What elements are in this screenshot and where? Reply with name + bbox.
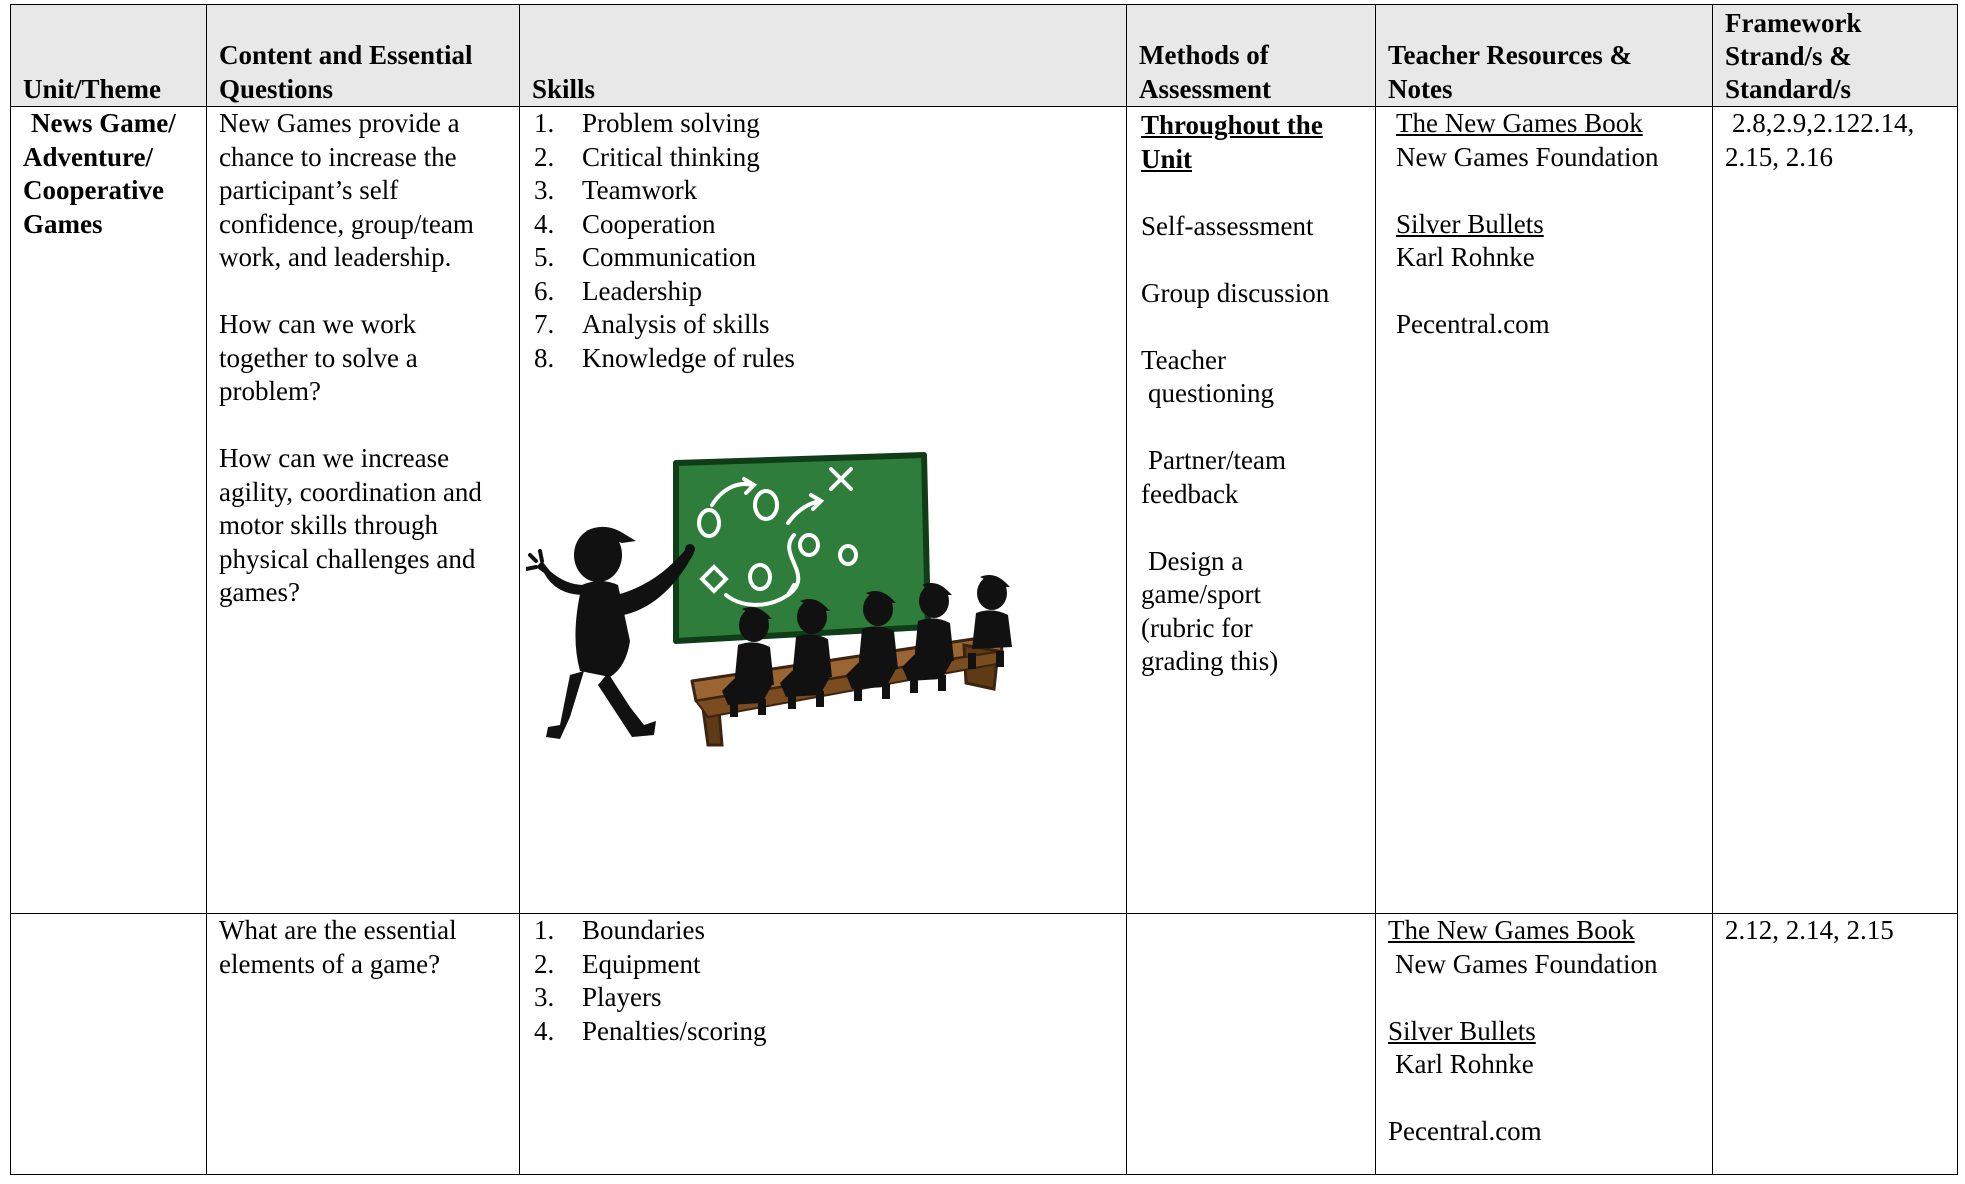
content-cell: New Games provide a chance to increase t… [206, 106, 520, 914]
resource-author: New Games Foundation [1396, 141, 1659, 172]
unit-line: Adventure/ [23, 141, 154, 172]
list-item: 1.Problem solving [534, 108, 760, 138]
header-framework-standards: Framework Strand/s & Standard/s [1712, 4, 1958, 107]
resource-website[interactable]: Pecentral.com [1396, 309, 1550, 339]
header-teacher-resources: Teacher Resources & Notes [1375, 4, 1713, 107]
list-item: 1.Boundaries [534, 915, 705, 945]
list-item: 8.Knowledge of rules [534, 342, 795, 373]
assessment-method: Design a game/sport (rubric for grading … [1141, 545, 1279, 677]
assessment-method: Teacher questioning [1141, 344, 1274, 409]
skills-list: 1.Problem solving 2.Critical thinking 3.… [534, 108, 1114, 376]
resource-author: New Games Foundation [1395, 948, 1658, 979]
resources-cell: The New Games Book New Games Foundation … [1375, 106, 1713, 914]
header-content-questions: Content and Essential Questions [206, 4, 520, 107]
table-row: News Game/ Adventure/ Cooperative Games … [10, 106, 1958, 914]
unit-line: Games [23, 208, 103, 239]
unit-theme-cell [10, 913, 207, 1175]
resource-title-link[interactable]: The New Games Book [1396, 108, 1643, 138]
assessment-method: Group discussion [1141, 277, 1330, 308]
list-item: 2.Critical thinking [534, 141, 760, 172]
resource-title-link[interactable]: Silver Bullets [1388, 1015, 1536, 1046]
curriculum-table: Unit/Theme Content and Essential Questio… [10, 4, 1958, 1175]
unit-theme-cell: News Game/ Adventure/ Cooperative Games [10, 106, 207, 914]
list-item: 2.Equipment [534, 948, 701, 979]
skills-list: 1.Boundaries 2.Equipment 3.Players 4.Pen… [534, 915, 1114, 1049]
list-item: 6.Leadership [534, 275, 702, 306]
content-cell: What are the essential elements of a gam… [206, 913, 520, 1175]
resource-title-link[interactable]: Silver Bullets [1396, 208, 1544, 239]
resource-author: Karl Rohnke [1396, 242, 1535, 272]
unit-line: Cooperative [23, 175, 164, 205]
table-row: What are the essential elements of a gam… [10, 913, 1958, 1175]
resource-website[interactable]: Pecentral.com [1388, 1116, 1542, 1146]
resources-cell: The New Games Book New Games Foundation … [1375, 913, 1713, 1175]
list-item: 3.Players [534, 982, 662, 1012]
essential-question: How can we increase agility, coordinatio… [219, 443, 482, 607]
methods-heading: Throughout the Unit [1141, 110, 1323, 174]
resource-author: Karl Rohnke [1395, 1049, 1534, 1079]
list-item: 7.Analysis of skills [534, 309, 770, 339]
resource-title-link[interactable]: The New Games Book [1388, 915, 1635, 945]
skills-cell: 1.Problem solving 2.Critical thinking 3.… [519, 106, 1127, 914]
content-paragraph: New Games provide a chance to increase t… [219, 108, 474, 272]
unit-line: News Game/ [31, 108, 176, 138]
header-row: Unit/Theme Content and Essential Questio… [10, 4, 1958, 107]
assessment-method: Partner/team feedback [1141, 445, 1286, 509]
list-item: 4.Penalties/scoring [534, 1015, 767, 1046]
coach-chalkboard-clipart-icon [526, 452, 1012, 747]
header-methods-assessment: Methods of Assessment [1126, 4, 1376, 107]
essential-question: How can we work together to solve a prob… [219, 309, 418, 406]
list-item: 5.Communication [534, 242, 756, 272]
methods-cell [1126, 913, 1376, 1175]
assessment-method: Self-assessment [1141, 210, 1314, 241]
methods-cell: Throughout the Unit Self-assessment Grou… [1126, 106, 1376, 914]
header-skills: Skills [519, 4, 1127, 107]
framework-cell: 2.12, 2.14, 2.15 [1712, 913, 1958, 1175]
header-unit-theme: Unit/Theme [10, 4, 207, 107]
list-item: 3.Teamwork [534, 175, 698, 205]
list-item: 4.Cooperation [534, 208, 716, 239]
skills-cell: 1.Boundaries 2.Equipment 3.Players 4.Pen… [519, 913, 1127, 1175]
framework-cell: 2.8,2.9,2.122.14, 2.15, 2.16 [1712, 106, 1958, 914]
